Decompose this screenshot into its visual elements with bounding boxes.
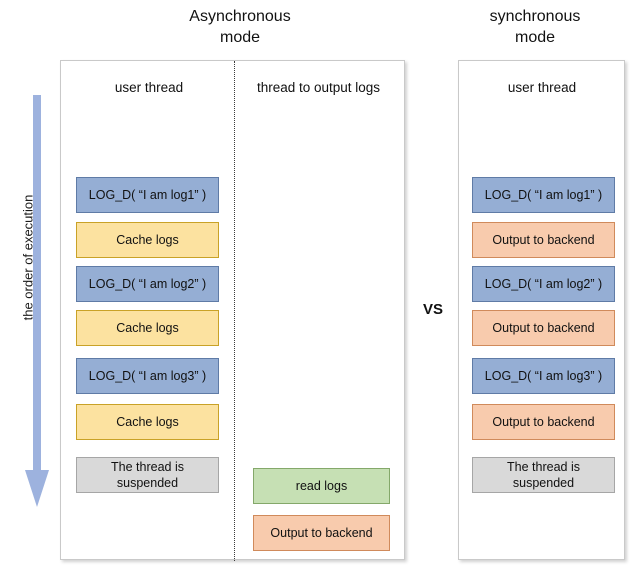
step-box-output-to-backend-1[interactable]: Output to backend bbox=[472, 222, 615, 258]
step-box-log-d-1[interactable]: LOG_D( “I am log1” ) bbox=[76, 177, 219, 213]
step-box-output-to-backend-async[interactable]: Output to backend bbox=[253, 515, 390, 551]
step-box-read-logs[interactable]: read logs bbox=[253, 468, 390, 504]
step-box-output-to-backend-2[interactable]: Output to backend bbox=[472, 310, 615, 346]
column-header-user-thread: user thread bbox=[114, 80, 184, 95]
step-box-thread-suspended-sync[interactable]: The thread is suspended bbox=[472, 457, 615, 493]
step-box-log-d-2[interactable]: LOG_D( “I am log2” ) bbox=[76, 266, 219, 302]
step-box-cache-logs-3[interactable]: Cache logs bbox=[76, 404, 219, 440]
step-box-cache-logs-2[interactable]: Cache logs bbox=[76, 310, 219, 346]
column-header-user-thread-sync: user thread bbox=[507, 80, 577, 95]
step-box-log-d-1-sync[interactable]: LOG_D( “I am log1” ) bbox=[472, 177, 615, 213]
column-header-output-thread: thread to output logs bbox=[256, 80, 381, 95]
async-mode-title: Asynchronous mode bbox=[189, 8, 291, 46]
sync-mode-panel: user thread LOG_D( “I am log1” ) Output … bbox=[458, 60, 625, 560]
execution-order-axis: the order of execution bbox=[0, 95, 58, 515]
vs-label: VS bbox=[422, 301, 443, 318]
step-box-log-d-2-sync[interactable]: LOG_D( “I am log2” ) bbox=[472, 266, 615, 302]
step-box-thread-suspended-async[interactable]: The thread is suspended bbox=[76, 457, 219, 493]
step-box-log-d-3-sync[interactable]: LOG_D( “I am log3” ) bbox=[472, 358, 615, 394]
step-box-cache-logs-1[interactable]: Cache logs bbox=[76, 222, 219, 258]
down-arrow-icon bbox=[25, 95, 49, 507]
async-mode-panel: user thread thread to output logs LOG_D(… bbox=[60, 60, 405, 561]
thread-column-divider bbox=[234, 61, 235, 561]
step-box-output-to-backend-3[interactable]: Output to backend bbox=[472, 404, 615, 440]
step-box-log-d-3[interactable]: LOG_D( “I am log3” ) bbox=[76, 358, 219, 394]
sync-mode-title: synchronous mode bbox=[489, 8, 581, 46]
